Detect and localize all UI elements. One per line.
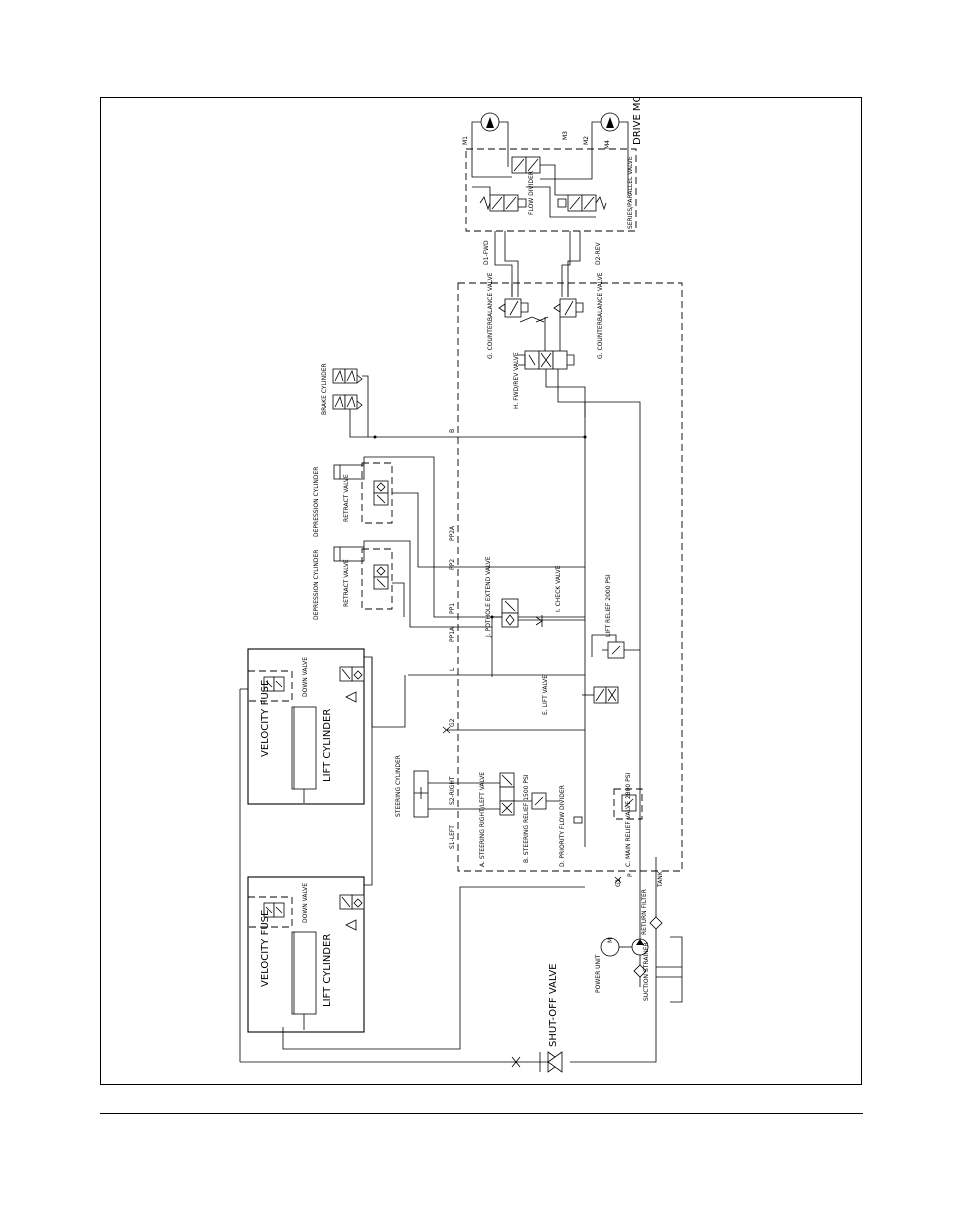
down-valve-2-label: DOWN VALVE [302,883,309,923]
port-p-label: P [627,873,634,877]
shut-off-valve-label: SHUT-OFF VALVE [548,964,559,1048]
tank-label: TANK [657,870,664,888]
counterbalance-valve-right-symbol [553,298,584,318]
pothole-extend-valve-symbol [501,598,519,628]
check-valve-symbol [535,615,543,627]
steering-relief-label: B. STEERING RELIEF 1500 PSI [523,774,530,863]
footer-rule [100,1113,863,1114]
lift-relief-valve-symbol [591,634,640,659]
lift-cylinder-1-label: LIFT CYLINDER [322,709,333,782]
pp2a-label: PP2A [449,525,456,541]
steering-cylinder-symbol [413,770,429,818]
lift-assembly-1-box [247,648,365,805]
drive-motors [471,112,629,149]
port-b-label: B [449,429,456,433]
lift-cylinder-2-label: LIFT CYLINDER [322,934,333,1007]
pp2-label: PP2 [449,559,456,570]
steering-cylinder-label: STEERING CYLINDER [395,755,402,817]
d2-rev-label: D2-REV [595,241,602,265]
g-counterbalance-right-label: G. COUNTERBALANCE VALVE [597,272,604,359]
retract-valve-2-label: RETRACT VALVE [343,559,350,607]
lift-assembly-2-box [247,876,365,1033]
flow-divider-label: FLOW DIVIDER [528,171,535,215]
main-manifold-box [457,282,683,872]
series-parallel-valve-label: SERIES/PARALLEL VALVE [627,156,634,229]
s2-right-label: S2-RIGHT [449,776,456,805]
retract-valve-1-label: RETRACT VALVE [343,474,350,522]
lift-relief-label: LIFT RELIEF 2000 PSI [605,574,612,637]
series-parallel-valve-box [465,148,637,232]
m3-label: M3 [562,131,569,140]
down-valve-2-symbol [339,894,365,931]
lift-cylinder-1-symbol [291,706,317,803]
lift-valve-label: E. LIFT VALVE [542,675,549,715]
pothole-extend-valve-label: J. POTHOLE EXTEND VALVE [485,556,492,638]
g-counterbalance-left-label: G. COUNTERBALANCE VALVE [487,272,494,359]
return-filter-symbol [649,916,663,930]
down-valve-1-symbol [339,666,365,703]
fwd-rev-valve-symbol [518,350,575,370]
pp1a-label: PP1A [449,626,456,642]
g2-label: G2 [449,718,456,727]
steering-relief-symbol [514,792,560,810]
down-valve-1-label: DOWN VALVE [302,657,309,697]
check-valve-label: I. CHECK VALVE [555,565,562,612]
suction-strainer-label: SUCTION STRAINER [643,942,650,1001]
s1-left-label: S1-LEFT [449,825,456,849]
m1-label: M1 [462,136,469,145]
return-filter-label: RETURN FILTER [641,889,648,935]
hydraulic-schematic: M1 M3 M2 M4 DRIVE MOTORS FLOW DIVIDER SE… [239,97,683,1073]
velocity-fuse-1-symbol [247,670,293,702]
depression-cylinder-2-label: DEPRESSION CYLINDER [313,550,320,620]
flow-divider-symbol [511,156,541,174]
steering-valve-label: A. STEERING RIGHT/LEFT VALVE [479,772,486,867]
power-unit-label: POWER UNIT [595,954,602,993]
motor-m-label: M [607,938,614,943]
brake-cylinder-label: BRAKE CYLINDER [321,363,328,415]
priority-flow-divider-label: D. PRIORITY FLOW DIVIDER [559,785,566,867]
power-unit-symbol [600,937,649,957]
brake-cylinder-symbol [332,368,363,410]
main-relief-label: C. MAIN RELIEF VALVE 2800 PSI [625,772,632,867]
pp1-label: PP1 [449,603,456,614]
g1-label: G1 [615,878,622,887]
lift-valve-symbol [582,686,619,704]
lift-cylinder-2-symbol [291,931,317,1030]
main-relief-symbol [613,788,643,820]
depression-cylinder-1-label: DEPRESSION CYLINDER [313,467,320,537]
velocity-fuse-2-label: VELOCITY FUSE [260,910,271,987]
velocity-fuse-1-label: VELOCITY FUSE [260,680,271,757]
m2-label: M2 [583,136,590,145]
fwd-rev-valve-label: H. FWD/REV VALVE [513,352,520,409]
suction-strainer-symbol [633,955,647,987]
series-parallel-spool-symbol [479,194,607,212]
priority-flow-divider-symbol [573,816,583,824]
depression-cylinder-1-symbol [333,462,393,524]
counterbalance-valve-left-symbol [498,298,529,318]
drive-motors-label: DRIVE MOTORS [632,97,643,145]
m4-label: M4 [604,140,611,149]
velocity-fuse-2-symbol [247,896,293,928]
port-l-label: L [449,667,456,671]
depression-cylinder-2-symbol [333,546,393,610]
diagram-frame [100,97,862,1085]
d1-fwd-label: D1-FWD [483,240,490,265]
steering-valve-symbol [499,772,515,816]
